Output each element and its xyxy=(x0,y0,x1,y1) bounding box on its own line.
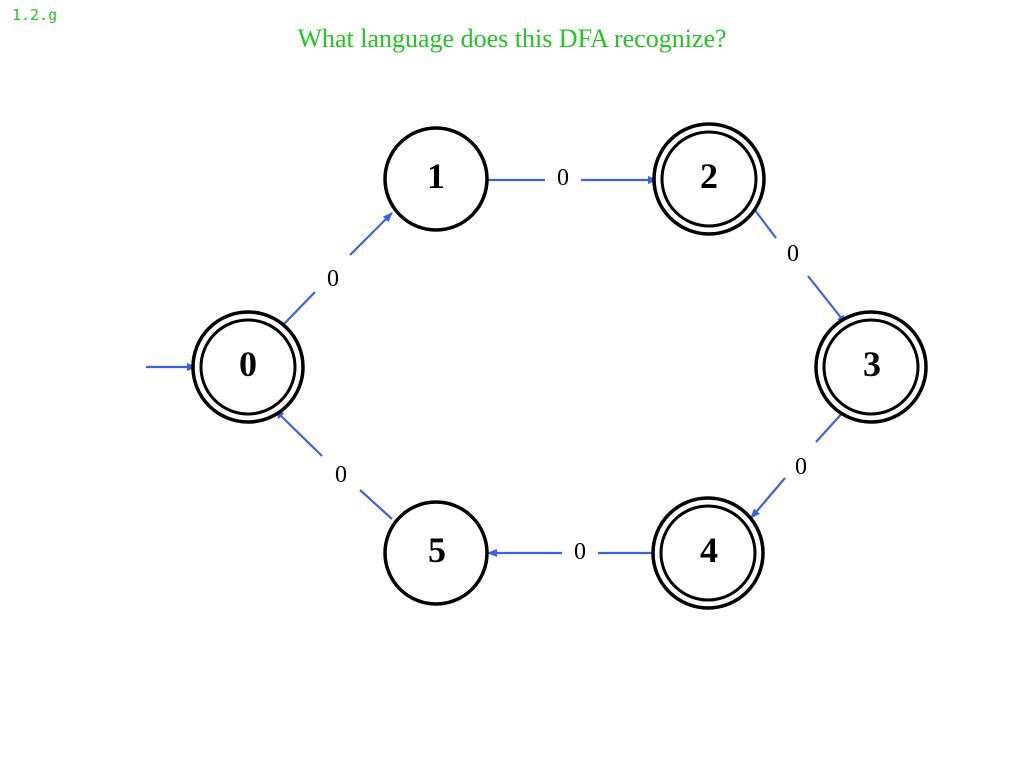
transition-label-0-1: 0 xyxy=(327,266,339,292)
state-label-0: 0 xyxy=(239,344,257,384)
state-4: 4 xyxy=(651,496,765,610)
state-label-4: 4 xyxy=(700,530,718,570)
transition-3-4: 0 xyxy=(750,409,846,519)
transition-4-5: 0 xyxy=(487,539,655,565)
state-label-2: 2 xyxy=(700,156,718,196)
transition-5-0: 0 xyxy=(274,409,393,520)
transition-label-2-3: 0 xyxy=(787,241,799,267)
state-label-1: 1 xyxy=(427,156,445,196)
state-0: 0 xyxy=(191,310,305,424)
state-5: 5 xyxy=(383,500,489,606)
transition-label-5-0: 0 xyxy=(335,462,347,488)
question-title: What language does this DFA recognize? xyxy=(297,24,727,53)
state-2: 2 xyxy=(652,122,766,236)
transition-2-3: 0 xyxy=(750,204,847,325)
transition-1-2: 0 xyxy=(488,165,658,191)
transition-label-1-2: 0 xyxy=(557,165,569,191)
state-3: 3 xyxy=(814,310,928,424)
transition-label-4-5: 0 xyxy=(574,539,586,565)
slide-id: 1.2.g xyxy=(12,6,58,24)
transition-0-1: 0 xyxy=(283,212,393,325)
state-label-5: 5 xyxy=(428,530,446,570)
transition-label-3-4: 0 xyxy=(795,454,807,480)
state-label-3: 3 xyxy=(863,344,881,384)
state-1: 1 xyxy=(383,126,489,232)
